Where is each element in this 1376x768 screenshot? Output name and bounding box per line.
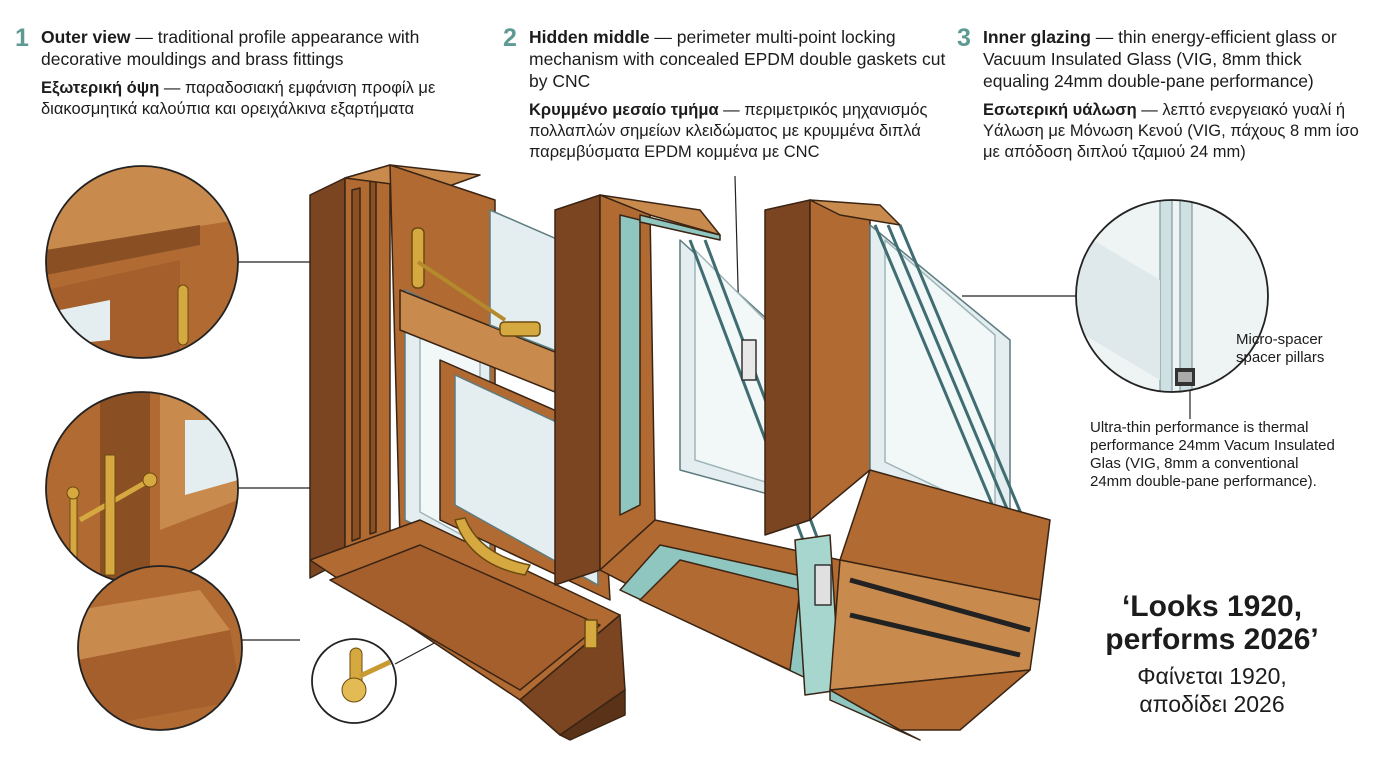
section-3-greek: Εσωτερική υάλωση — λεπτό ενεργειακό γυαλ… <box>983 100 1363 163</box>
detail-brass-stay-circle <box>45 391 239 585</box>
section-2-number: 2 <box>503 24 517 52</box>
hidden-middle-frame <box>554 194 841 696</box>
section-1-greek: Εξωτερική όψη — παραδοσιακή εμφάνιση προ… <box>41 78 441 120</box>
section-inner-glazing: Inner glazing — thin energy-efficient gl… <box>983 26 1363 163</box>
tagline-greek: Φαίνεται 1920, αποδίδει 2026 <box>1137 663 1287 717</box>
section-1-title-gr: Εξωτερική όψη <box>41 79 160 97</box>
section-3-number: 3 <box>957 24 971 52</box>
detail-brass-pin-circle <box>311 638 397 724</box>
detail-moulding-circle <box>45 165 239 359</box>
section-1-title-en: Outer view <box>41 27 131 47</box>
tagline: ‘Looks 1920, performs 2026’ Φαίνεται 192… <box>1092 590 1332 718</box>
section-1-text-gr: — παραδοσιακή εμφάνιση προφίλ με διακοσμ… <box>41 79 436 118</box>
ultra-thin-callout: Ultra-thin performance is thermal perfor… <box>1090 419 1335 490</box>
section-3-title-gr: Εσωτερική υάλωση <box>983 101 1137 119</box>
section-hidden-middle: Hidden middle — perimeter multi-point lo… <box>529 26 949 163</box>
detail-sill-profile-circle <box>77 565 243 731</box>
micro-spacer-callout: Micro-spacer spacer pillars <box>1236 331 1325 366</box>
section-1-number: 1 <box>15 24 29 52</box>
section-2-greek: Κρυμμένο μεσαίο τμήμα — περιμετρικός μηχ… <box>529 100 949 163</box>
section-2-text-en: — perimeter multi-point locking mechanis… <box>529 27 946 91</box>
section-3-title-en: Inner glazing <box>983 27 1091 47</box>
section-2-title-gr: Κρυμμένο μεσαίο τμήμα <box>529 101 719 119</box>
section-3-text-gr: — λεπτό ενεργειακό γυαλί ή Υάλωση με Μόν… <box>983 101 1359 161</box>
section-outer-view: Outer view — traditional profile appeara… <box>41 26 441 120</box>
tagline-english: ‘Looks 1920, performs 2026’ <box>1105 590 1319 656</box>
section-2-title-en: Hidden middle <box>529 27 650 47</box>
section-3-english: Inner glazing — thin energy-efficient gl… <box>983 26 1363 92</box>
inner-glazing-frame <box>764 199 1051 741</box>
section-3-text-en: — thin energy-efficient glass or Vacuum … <box>983 27 1337 91</box>
section-1-text-en: — traditional profile appearance with de… <box>41 27 420 69</box>
detail-vig-glass-circle <box>1075 199 1269 393</box>
section-2-english: Hidden middle — perimeter multi-point lo… <box>529 26 949 92</box>
section-2-text-gr: — περιμετρικός μηχανισμός πολλαπλών σημε… <box>529 101 928 161</box>
section-1-english: Outer view — traditional profile appeara… <box>41 26 441 70</box>
